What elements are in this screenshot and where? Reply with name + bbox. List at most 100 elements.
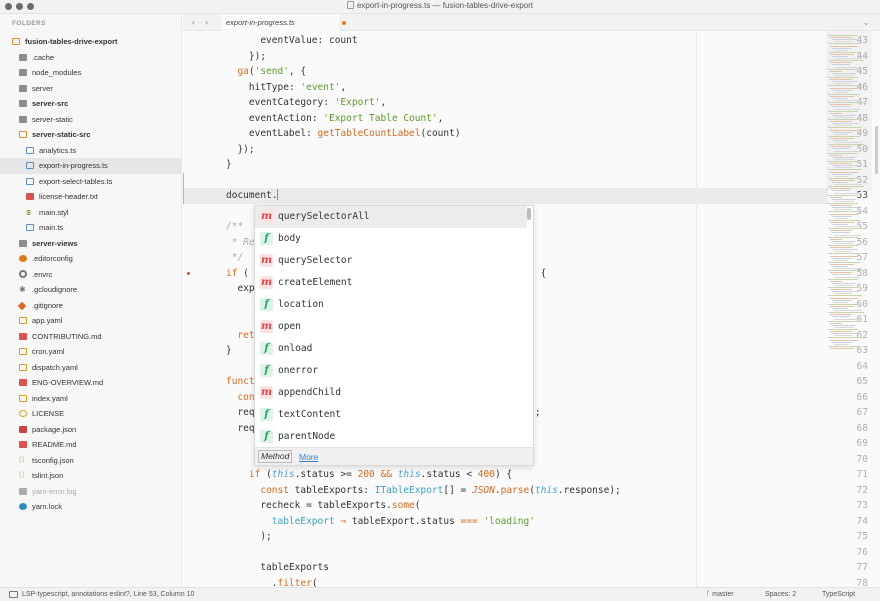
code-line[interactable]: const tableExports: ITableExport[] = JSO… — [260, 484, 621, 496]
sidebar-item[interactable]: dispatch.yaml — [0, 360, 181, 376]
tab-export-in-progress[interactable]: export-in-progress.ts — [221, 14, 346, 31]
tab-list-chevron-icon[interactable]: ⌄ — [862, 17, 870, 27]
autocomplete-item-name: open — [278, 321, 301, 332]
line-number: 55 — [856, 221, 868, 232]
code-line[interactable]: .filter( — [226, 577, 318, 588]
code-line[interactable]: con — [237, 391, 255, 403]
sidebar-item[interactable]: export-in-progress.ts — [0, 158, 181, 174]
sidebar-item[interactable]: main.ts — [0, 220, 181, 236]
code-line[interactable]: eventLabel: getTableCountLabel(count) — [248, 128, 461, 139]
code-line[interactable]: exp — [226, 283, 255, 294]
minimap-line — [834, 293, 852, 295]
code-line[interactable]: ); — [226, 531, 272, 542]
sidebar-item[interactable]: app.yaml — [0, 313, 181, 329]
minimap-line — [834, 116, 854, 118]
minimap-line — [832, 224, 848, 225]
more-link[interactable]: More — [299, 452, 319, 462]
error-dot-icon[interactable] — [187, 271, 190, 275]
sidebar-header: FOLDERS — [12, 20, 46, 27]
code-line[interactable]: ret — [237, 329, 255, 341]
minimap-line — [828, 287, 858, 288]
minimap-line — [828, 43, 862, 45]
sidebar-item[interactable]: ✱.gcloudignore — [0, 282, 181, 298]
minimap-line — [832, 291, 858, 293]
sidebar-item[interactable]: yarn-error.log — [0, 484, 181, 500]
editor-scrollbar[interactable] — [875, 126, 878, 174]
line-number: 54 — [856, 205, 868, 217]
minimap[interactable] — [826, 31, 872, 351]
autocomplete-scrollbar[interactable] — [527, 208, 531, 220]
code-line[interactable]: }); — [226, 50, 267, 62]
code-line[interactable]: eventAction: 'Export Table Count', — [248, 112, 444, 124]
sidebar-item[interactable]: export-select-tables.ts — [0, 174, 181, 190]
sidebar-item[interactable]: .cache — [0, 50, 181, 66]
sidebar-item[interactable]: node_modules — [0, 65, 181, 81]
code-line[interactable]: } — [226, 159, 232, 170]
code-line[interactable]: /** — [226, 221, 244, 232]
sidebar-item[interactable]: .envrc — [0, 267, 181, 283]
panel-toggle-icon[interactable] — [9, 591, 18, 598]
sidebar-item[interactable]: {;}tslint.json — [0, 468, 181, 484]
sidebar-item[interactable]: analytics.ts — [0, 143, 181, 159]
sidebar-item[interactable]: CONTRIBUTING.md — [0, 329, 181, 345]
code-line[interactable]: } — [226, 345, 232, 356]
code-line[interactable]: if (this.status >= 200 && this.status < … — [248, 469, 513, 480]
sidebar-item[interactable]: index.yaml — [0, 391, 181, 407]
sidebar-item[interactable]: package.json — [0, 422, 181, 438]
sidebar-item[interactable]: server-src — [0, 96, 181, 112]
sidebar-item[interactable]: server-static — [0, 112, 181, 128]
sidebar-item[interactable]: ENG-OVERVIEW.md — [0, 375, 181, 391]
minimap-line — [830, 255, 858, 257]
code-line[interactable]: */ — [226, 252, 244, 263]
forward-button[interactable]: › — [205, 17, 208, 27]
code-line[interactable]: document. — [226, 189, 279, 201]
code-line[interactable]: tableExports — [226, 562, 329, 573]
minimap-line — [828, 303, 860, 305]
code-line[interactable]: eventCategory: 'Export', — [248, 97, 387, 108]
code-line[interactable]: * Re — [226, 236, 255, 248]
line-number: 59 — [856, 283, 868, 294]
minimap-line — [828, 329, 858, 330]
sidebar-item[interactable]: LICENSE — [0, 406, 181, 422]
code-line[interactable]: req — [226, 422, 255, 434]
syntax-setting[interactable]: TypeScript — [822, 591, 856, 598]
minimize-window-button[interactable] — [16, 3, 23, 10]
code-line[interactable]: funct — [226, 376, 255, 387]
code-line[interactable]: recheck = tableExports.some( — [226, 500, 421, 511]
code-line[interactable]: tableExport ⇒ tableExport.status === 'lo… — [271, 515, 535, 527]
minimap-line — [828, 93, 860, 95]
sidebar-item[interactable]: {;}tsconfig.json — [0, 453, 181, 469]
code-line[interactable]: hitType: 'event', — [248, 81, 347, 93]
zoom-window-button[interactable] — [27, 3, 34, 10]
code-line[interactable]: eventValue: count — [260, 35, 358, 46]
code-line[interactable]: ga('send', { — [237, 66, 307, 77]
minimap-line — [828, 345, 860, 347]
sidebar-item[interactable]: cron.yaml — [0, 344, 181, 360]
sidebar-item[interactable]: server-static-src — [0, 127, 181, 143]
sidebar-item[interactable]: server — [0, 81, 181, 97]
git-branch[interactable]: ᚴ master — [706, 591, 734, 598]
sidebar-item[interactable]: fusion-tables-drive-export — [0, 34, 181, 50]
back-button[interactable]: ‹ — [192, 17, 195, 27]
code-line[interactable]: }); — [226, 143, 255, 155]
sidebar-item[interactable]: README.md — [0, 437, 181, 453]
sidebar-item[interactable]: .gitignore — [0, 298, 181, 314]
indentation-setting[interactable]: Spaces: 2 — [765, 591, 797, 598]
sidebar-item[interactable]: server-views — [0, 236, 181, 252]
sidebar-item[interactable]: yarn.lock — [0, 499, 181, 515]
close-window-button[interactable] — [5, 3, 12, 10]
sidebar-item[interactable]: .editorconfig — [0, 251, 181, 267]
sidebar-item[interactable]: license-header.txt — [0, 189, 181, 205]
